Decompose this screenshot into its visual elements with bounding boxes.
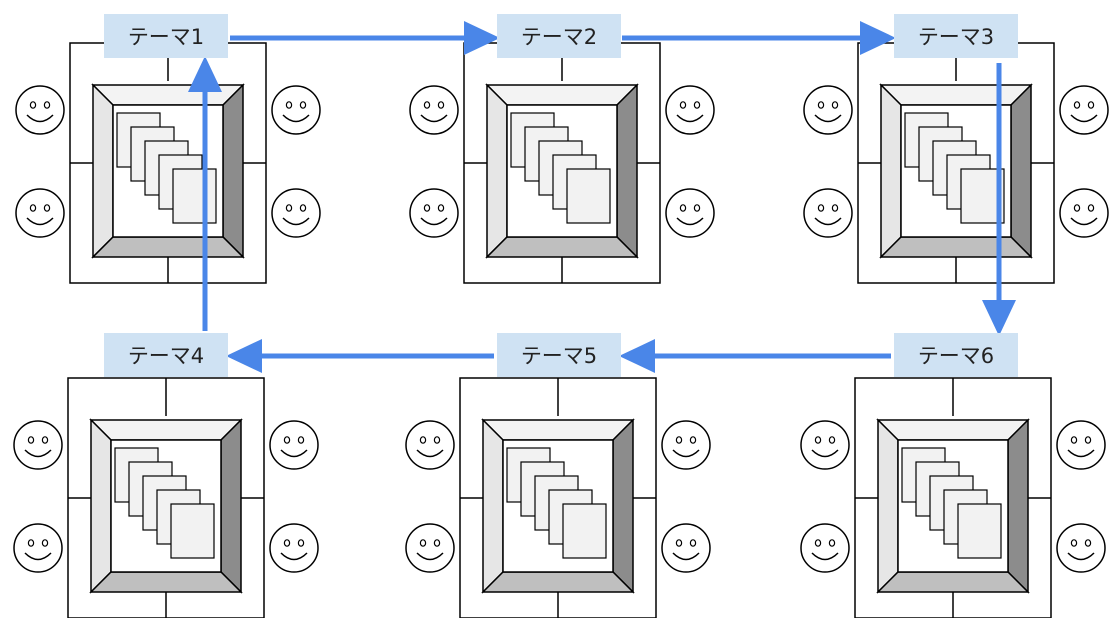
table-4 [13, 377, 319, 619]
smiley-icon [15, 85, 65, 135]
document-stack [904, 112, 1005, 224]
smiley-icon [1059, 188, 1109, 238]
smiley-icon [405, 523, 455, 573]
document-sheet [957, 503, 1002, 559]
theme-label-6: テーマ6 [894, 333, 1018, 377]
smiley-icon [803, 85, 853, 135]
smiley-icon [1056, 523, 1106, 573]
document-sheet [566, 168, 611, 224]
document-stack [114, 447, 215, 559]
smiley-icon [409, 85, 459, 135]
table-1 [15, 42, 321, 284]
smiley-icon [1059, 85, 1109, 135]
document-sheet [172, 168, 217, 224]
smiley-icon [661, 523, 711, 573]
theme-label-5: テーマ5 [497, 333, 621, 377]
smiley-icon [800, 420, 850, 470]
document-sheet [170, 503, 215, 559]
smiley-icon [269, 420, 319, 470]
document-stack [510, 112, 611, 224]
smiley-icon [1056, 420, 1106, 470]
smiley-icon [13, 523, 63, 573]
document-stack [901, 447, 1002, 559]
smiley-icon [15, 188, 65, 238]
document-stack [116, 112, 217, 224]
smiley-icon [665, 188, 715, 238]
document-sheet [562, 503, 607, 559]
table-2 [409, 42, 715, 284]
smiley-icon [409, 188, 459, 238]
smiley-icon [269, 523, 319, 573]
smiley-icon [665, 85, 715, 135]
table-3 [803, 42, 1109, 284]
smiley-icon [405, 420, 455, 470]
smiley-icon [800, 523, 850, 573]
smiley-icon [13, 420, 63, 470]
theme-label-1: テーマ1 [104, 14, 228, 58]
smiley-icon [271, 85, 321, 135]
theme-label-2: テーマ2 [497, 14, 621, 58]
theme-label-3: テーマ3 [894, 14, 1018, 58]
smiley-icon [803, 188, 853, 238]
smiley-icon [661, 420, 711, 470]
theme-label-4: テーマ4 [104, 333, 228, 377]
table-6 [800, 377, 1106, 619]
document-stack [506, 447, 607, 559]
smiley-icon [271, 188, 321, 238]
table-5 [405, 377, 711, 619]
